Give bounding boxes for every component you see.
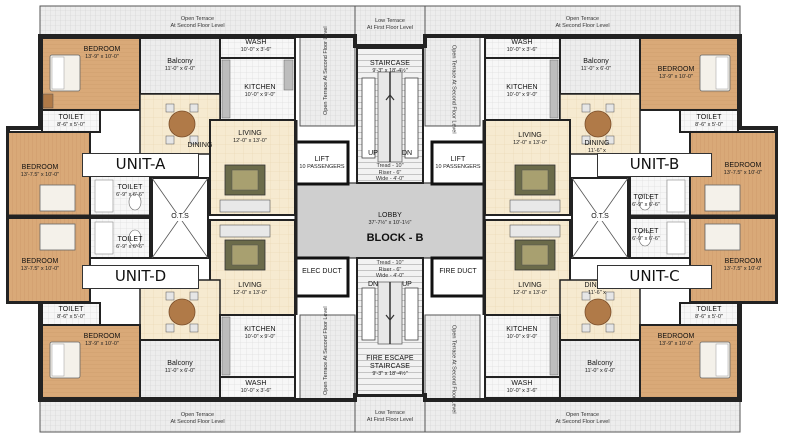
- dining-a-label: DINING: [187, 142, 213, 149]
- kitchen-d: [219, 314, 296, 378]
- unit-b-badge: UNIT-B: [597, 153, 712, 177]
- balcony-d: [139, 339, 221, 399]
- fire-duct: [430, 256, 486, 298]
- wash-d: [219, 376, 296, 399]
- wash-c: [484, 376, 561, 399]
- ots-right-label: O.T.S: [582, 213, 618, 221]
- lobby: [295, 182, 485, 259]
- kitchen-a: [219, 57, 296, 121]
- terrace-top-right: [424, 5, 741, 37]
- terrace-vertical-label-4: Open Terrace At Second Floor Level: [450, 325, 457, 414]
- elec-duct-label: ELEC DUCT: [302, 268, 342, 275]
- bedroom-a-top: [41, 37, 141, 111]
- low-terrace-bottom: [354, 394, 426, 433]
- terrace-bottom-right: [424, 399, 741, 433]
- elec-duct: [294, 256, 350, 298]
- block-label: BLOCK - B: [366, 232, 424, 244]
- fire-duct-label: FIRE DUCT: [439, 268, 477, 275]
- terrace-vertical-label-1: Open Terrace At Second Floor Level: [323, 26, 329, 115]
- kitchen-c: [484, 314, 561, 378]
- lift-left: [294, 140, 350, 186]
- terrace-top-left: [39, 5, 356, 37]
- kitchen-b: [484, 57, 561, 121]
- terrace-vertical-label-3: Open Terrace At Second Floor Level: [323, 306, 329, 395]
- balcony-b: [559, 37, 641, 95]
- terrace-side-right-bottom: [424, 314, 481, 401]
- terrace-vertical-label-2: Open Terrace At Second Floor Level: [450, 45, 457, 134]
- stair-spec-bottom: Tread - 10"Riser - 6"Wide - 4'-0": [375, 260, 405, 279]
- balcony-a: [139, 37, 221, 95]
- unit-a-badge: UNIT-A: [82, 153, 199, 177]
- unit-c-badge: UNIT-C: [597, 265, 712, 289]
- terrace-side-left-top: [299, 35, 356, 127]
- terrace-side-right-top: [424, 35, 481, 127]
- unit-d-badge: UNIT-D: [82, 265, 199, 289]
- ots-left-label: O.T.S: [162, 213, 198, 221]
- stair-dn-mark-bottom: DN: [367, 281, 379, 288]
- stair-up-mark-bottom: UP: [402, 281, 412, 288]
- stair-up-mark: UP: [368, 150, 378, 157]
- stair-dn-mark: DN: [401, 150, 413, 157]
- stair-spec-top: Tread - 10"Riser - 6"Wide - 4'-0": [375, 163, 405, 182]
